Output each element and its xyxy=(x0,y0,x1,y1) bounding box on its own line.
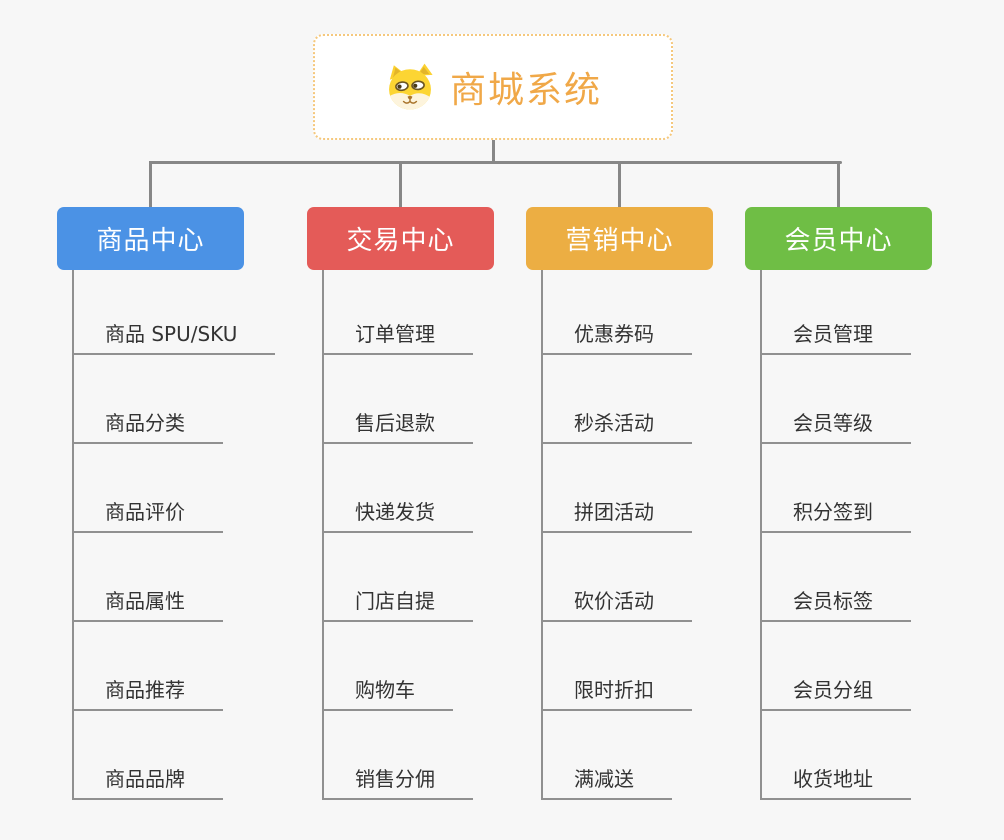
root-stem-connector xyxy=(492,140,495,163)
child-label: 商品分类 xyxy=(105,411,185,435)
child-label: 商品品牌 xyxy=(105,767,185,791)
child-node[interactable]: 限时折扣 xyxy=(542,622,692,711)
child-label: 优惠券码 xyxy=(574,322,654,346)
child-label: 商品推荐 xyxy=(105,678,185,702)
child-node[interactable]: 商品分类 xyxy=(73,355,223,444)
branch-stem-connector xyxy=(149,161,152,208)
child-label: 购物车 xyxy=(355,678,415,702)
branch-child-line xyxy=(760,270,762,800)
child-label: 门店自提 xyxy=(355,589,435,613)
child-node[interactable]: 购物车 xyxy=(323,622,453,711)
child-node[interactable]: 商品推荐 xyxy=(73,622,223,711)
trunk-connector xyxy=(149,161,842,164)
child-node[interactable]: 会员等级 xyxy=(761,355,911,444)
child-label: 收货地址 xyxy=(793,767,873,791)
child-node[interactable]: 快递发货 xyxy=(323,444,473,533)
child-label: 会员分组 xyxy=(793,678,873,702)
child-label: 会员管理 xyxy=(793,322,873,346)
child-label: 快递发货 xyxy=(355,500,435,524)
root-node[interactable]: 商城系统 xyxy=(313,34,673,140)
child-label: 秒杀活动 xyxy=(574,411,654,435)
branch-node-3[interactable]: 营销中心 xyxy=(526,207,713,270)
child-label: 会员等级 xyxy=(793,411,873,435)
child-label: 限时折扣 xyxy=(574,678,654,702)
branch-child-line xyxy=(72,270,74,800)
branch-node-1[interactable]: 商品中心 xyxy=(57,207,244,270)
child-node[interactable]: 商品品牌 xyxy=(73,711,223,800)
branch-label: 会员中心 xyxy=(784,226,893,256)
child-label: 销售分佣 xyxy=(355,767,435,791)
child-label: 满减送 xyxy=(574,767,634,791)
child-node[interactable]: 满减送 xyxy=(542,711,672,800)
child-label: 会员标签 xyxy=(793,589,873,613)
child-label: 拼团活动 xyxy=(574,500,654,524)
branch-label: 交易中心 xyxy=(346,226,455,256)
child-label: 订单管理 xyxy=(355,322,435,346)
child-node[interactable]: 积分签到 xyxy=(761,444,911,533)
child-node[interactable]: 商品属性 xyxy=(73,533,223,622)
child-node[interactable]: 秒杀活动 xyxy=(542,355,692,444)
branch-stem-connector xyxy=(618,161,621,208)
child-node[interactable]: 优惠券码 xyxy=(542,266,692,355)
child-node[interactable]: 订单管理 xyxy=(323,266,473,355)
child-label: 售后退款 xyxy=(355,411,435,435)
child-list-2: 订单管理售后退款快递发货门店自提购物车销售分佣 xyxy=(323,266,473,800)
child-node[interactable]: 门店自提 xyxy=(323,533,473,622)
branch-child-line xyxy=(322,270,324,800)
root-title: 商城系统 xyxy=(449,70,602,111)
child-label: 积分签到 xyxy=(793,500,873,524)
child-node[interactable]: 会员分组 xyxy=(761,622,911,711)
child-list-3: 优惠券码秒杀活动拼团活动砍价活动限时折扣满减送 xyxy=(542,266,692,800)
child-node[interactable]: 会员标签 xyxy=(761,533,911,622)
dog-face-icon xyxy=(389,63,433,110)
child-label: 商品评价 xyxy=(105,500,185,524)
branch-node-4[interactable]: 会员中心 xyxy=(745,207,932,270)
branch-label: 商品中心 xyxy=(96,226,205,256)
child-node[interactable]: 商品评价 xyxy=(73,444,223,533)
branch-stem-connector xyxy=(837,161,840,208)
child-node[interactable]: 砍价活动 xyxy=(542,533,692,622)
child-node[interactable]: 会员管理 xyxy=(761,266,911,355)
child-label: 商品属性 xyxy=(105,589,185,613)
child-node[interactable]: 收货地址 xyxy=(761,711,911,800)
branch-node-2[interactable]: 交易中心 xyxy=(307,207,494,270)
branch-label: 营销中心 xyxy=(565,226,674,256)
child-node[interactable]: 销售分佣 xyxy=(323,711,473,800)
child-node[interactable]: 商品 SPU/SKU xyxy=(73,266,276,355)
child-node[interactable]: 售后退款 xyxy=(323,355,473,444)
child-label: 商品 SPU/SKU xyxy=(105,322,238,346)
child-node[interactable]: 拼团活动 xyxy=(542,444,692,533)
branch-child-line xyxy=(541,270,543,800)
child-list-1: 商品 SPU/SKU 商品分类商品评价商品属性商品推荐商品品牌 xyxy=(73,266,276,800)
child-list-4: 会员管理会员等级积分签到会员标签会员分组收货地址 xyxy=(761,266,911,800)
branch-stem-connector xyxy=(399,161,402,208)
child-label: 砍价活动 xyxy=(574,589,654,613)
